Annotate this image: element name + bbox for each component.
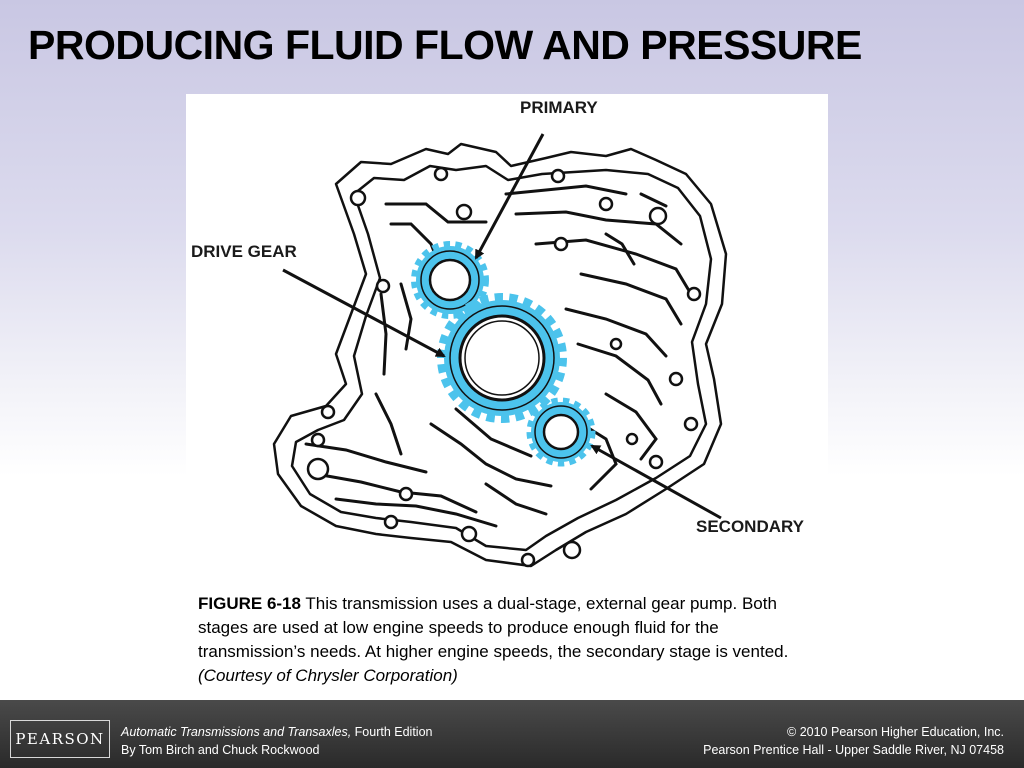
publisher: Pearson Prentice Hall - Upper Saddle Riv… xyxy=(703,743,1004,757)
primary-gear xyxy=(411,241,489,319)
book-authors: By Tom Birch and Chuck Rockwood xyxy=(121,743,320,757)
footer-book-info: Automatic Transmissions and Transaxles, … xyxy=(121,723,432,759)
caption-text: This transmission uses a dual-stage, ext… xyxy=(198,594,789,661)
callout-arrows xyxy=(282,133,722,520)
caption-credit: (Courtesy of Chrysler Corporation) xyxy=(198,666,458,685)
figure-number: FIGURE 6-18 xyxy=(198,594,301,613)
footer-publisher-info: © 2010 Pearson Higher Education, Inc. Pe… xyxy=(703,723,1004,759)
secondary-label: SECONDARY xyxy=(696,517,805,536)
drive-gear-label: DRIVE GEAR xyxy=(191,242,297,261)
footer-book-title-line: Automatic Transmissions and Transaxles, … xyxy=(121,723,432,741)
secondary-gear xyxy=(526,397,596,467)
bolt-holes xyxy=(306,166,702,568)
book-title: Automatic Transmissions and Transaxles, xyxy=(121,725,352,739)
drive-gear-arrow xyxy=(282,268,446,358)
copyright: © 2010 Pearson Higher Education, Inc. xyxy=(787,725,1004,739)
slide-title: PRODUCING FLUID FLOW AND PRESSURE xyxy=(28,22,862,68)
slide-footer: PEARSON Automatic Transmissions and Tran… xyxy=(0,700,1024,768)
figure-caption: FIGURE 6-18 This transmission uses a dua… xyxy=(198,592,818,688)
primary-arrow xyxy=(474,133,545,260)
drive-gear xyxy=(437,293,567,423)
secondary-arrow xyxy=(590,444,722,520)
primary-label: PRIMARY xyxy=(520,98,598,117)
pump-figure: PRIMARY DRIVE GEAR SECONDARY xyxy=(186,94,828,578)
pearson-logo: PEARSON xyxy=(10,720,110,758)
pump-illustration: PRIMARY DRIVE GEAR SECONDARY xyxy=(191,98,805,568)
book-edition: Fourth Edition xyxy=(351,725,433,739)
